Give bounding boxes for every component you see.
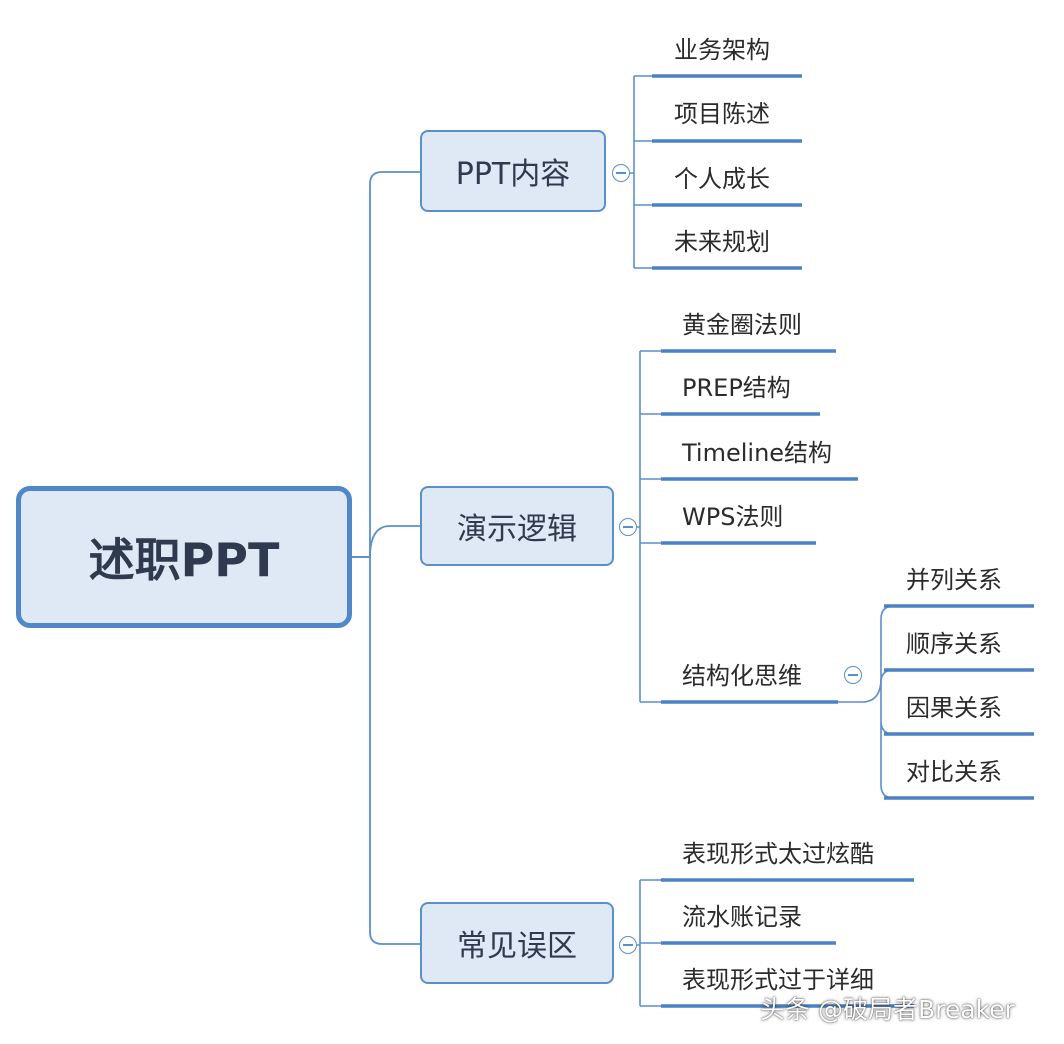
connector-presentation-logic-spine <box>637 351 641 702</box>
leaf-too-detailed[interactable]: 表现形式过于详细 <box>682 966 874 994</box>
collapse-toggle-structured-thinking[interactable] <box>844 666 862 684</box>
leaf-contrast-relation[interactable]: 对比关系 <box>906 758 1002 786</box>
leaf-too-fancy[interactable]: 表现形式太过炫酷 <box>682 840 874 868</box>
connector-common-mistakes-spine <box>637 880 641 1006</box>
connector-common-mistakes-ticks <box>640 879 661 1007</box>
leaf-business-architecture[interactable]: 业务架构 <box>674 36 770 64</box>
leaf-golden-circle[interactable]: 黄金圈法则 <box>682 311 802 339</box>
connector-ppt-content-spine <box>630 76 635 268</box>
branch-label: 常见误区 <box>457 929 577 964</box>
leaf-future-plan[interactable]: 未来规划 <box>674 228 770 256</box>
branch-node-ppt-content[interactable]: PPT内容 <box>420 130 606 212</box>
watermark: 头条 @破局者Breaker <box>760 995 1015 1024</box>
connector-root-ppt-content <box>352 171 420 558</box>
leaf-structured-thinking[interactable]: 结构化思维 <box>682 662 802 690</box>
connector-structured-thinking-curves <box>880 605 895 799</box>
connector-ppt-content-ticks <box>634 75 652 269</box>
connector-structured-thinking-spine <box>838 677 882 703</box>
root-node[interactable]: 述职PPT <box>16 486 352 628</box>
branch-label: 演示逻辑 <box>457 512 577 547</box>
leaf-wps-rule[interactable]: WPS法则 <box>682 503 784 531</box>
root-label: 述职PPT <box>88 533 280 587</box>
connector-presentation-logic-ticks <box>640 350 661 703</box>
leaf-causal-relation[interactable]: 因果关系 <box>906 694 1002 722</box>
leaf-timeline-structure[interactable]: Timeline结构 <box>682 439 833 467</box>
collapse-toggle-presentation-logic[interactable] <box>619 518 637 536</box>
leaf-project-statement[interactable]: 项目陈述 <box>674 100 770 128</box>
leaf-sequence-relation[interactable]: 顺序关系 <box>906 630 1002 658</box>
leaf-personal-growth[interactable]: 个人成长 <box>674 165 770 193</box>
branch-node-common-mistakes[interactable]: 常见误区 <box>420 902 614 984</box>
leaf-prep-structure[interactable]: PREP结构 <box>682 374 791 402</box>
branch-node-presentation-logic[interactable]: 演示逻辑 <box>420 486 614 566</box>
connector-root-presentation-logic <box>352 525 420 558</box>
leaf-parallel-relation[interactable]: 并列关系 <box>906 566 1002 594</box>
collapse-toggle-ppt-content[interactable] <box>612 164 630 182</box>
collapse-toggle-common-mistakes[interactable] <box>619 936 637 954</box>
leaf-running-account[interactable]: 流水账记录 <box>682 903 802 931</box>
branch-label: PPT内容 <box>455 157 571 192</box>
connector-root-common-mistakes <box>352 556 420 945</box>
